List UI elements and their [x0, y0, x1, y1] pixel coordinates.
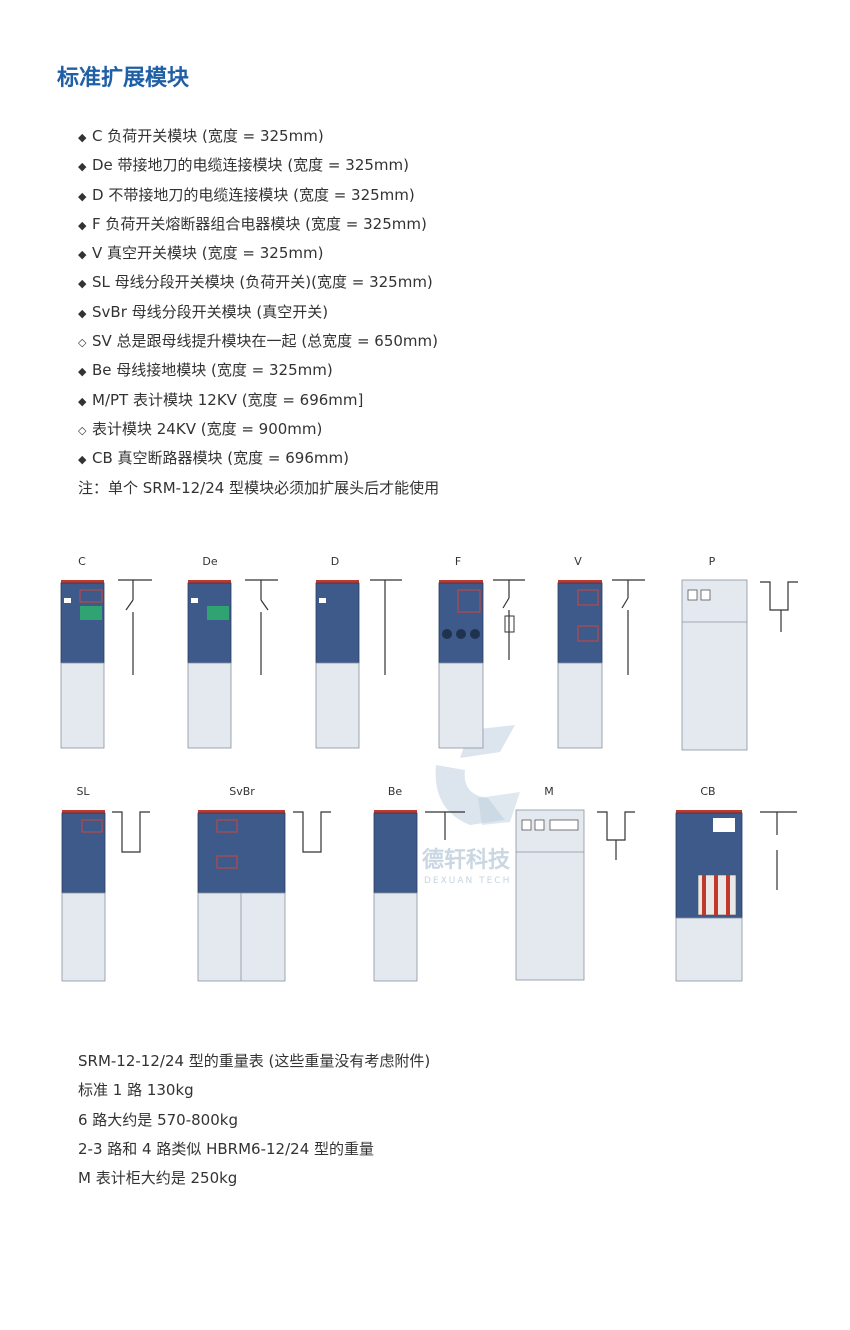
spec-item: ◆D 不带接地刀的电缆连接模块 (宽度 = 325mm): [78, 183, 439, 212]
spec-item: ◇表计模块 24KV (宽度 = 900mm): [78, 417, 439, 446]
cabinet-sl: [61, 810, 150, 982]
bullet-icon: ◆: [78, 306, 87, 320]
module-label-be: Be: [388, 785, 403, 798]
weight-item: M 表计柜大约是 250kg: [78, 1169, 238, 1188]
bullet-icon: ◇: [78, 423, 87, 437]
cabinet-v: [557, 579, 645, 749]
cabinet-p: [681, 579, 798, 751]
cabinet-d: [315, 579, 402, 749]
bullet-icon: ◆: [78, 189, 87, 203]
module-label-d: D: [331, 555, 339, 568]
spec-item: ◆V 真空开关模块 (宽度 = 325mm): [78, 241, 439, 270]
module-label-c: C: [78, 555, 86, 568]
spec-item: ◆M/PT 表计模块 12KV (宽度 = 696mm]: [78, 388, 439, 417]
weight-heading: SRM-12-12/24 型的重量表 (这些重量没有考虑附件): [78, 1052, 431, 1070]
spec-item: ◆SL 母线分段开关模块 (负荷开关)(宽度 = 325mm): [78, 270, 439, 299]
watermark-name: 德轩科技: [422, 847, 511, 873]
bullet-icon: ◆: [78, 277, 87, 291]
module-label-de: De: [202, 555, 217, 568]
module-spec-list: ◆C 负荷开关模块 (宽度 = 325mm) ◆De 带接地刀的电缆连接模块 (…: [78, 124, 439, 505]
cabinet-m: [515, 809, 635, 981]
weight-table: SRM-12-12/24 型的重量表 (这些重量没有考虑附件) 标准 1 路 1…: [78, 1049, 430, 1195]
page-title: 标准扩展模块: [57, 66, 190, 91]
spec-item: ◆F 负荷开关熔断器组合电器模块 (宽度 = 325mm): [78, 212, 439, 241]
spec-item: ◆C 负荷开关模块 (宽度 = 325mm): [78, 124, 439, 153]
bullet-icon: ◆: [78, 453, 87, 467]
cabinet-be: [373, 810, 465, 982]
module-label-sl: SL: [76, 785, 90, 798]
watermark-logo: 德轩科技 DEXUAN TECH: [422, 725, 520, 886]
cabinet-f: [438, 579, 525, 749]
bullet-icon: ◆: [78, 365, 87, 379]
bullet-icon: ◆: [78, 131, 87, 144]
spec-item: ◆De 带接地刀的电缆连接模块 (宽度 = 325mm): [78, 153, 439, 182]
cabinet-de: [187, 579, 278, 749]
spec-item: ◇SV 总是跟母线提升模块在一起 (总宽度 = 650mm): [78, 329, 439, 358]
cabinet-cb: [675, 810, 797, 982]
bullet-icon: ◇: [78, 336, 87, 350]
module-label-p: P: [709, 555, 716, 568]
weight-item: 6 路大约是 570-800kg: [78, 1110, 238, 1129]
spec-item: ◆CB 真空断路器模块 (宽度 = 696mm): [78, 446, 439, 475]
bullet-icon: ◆: [78, 160, 87, 174]
module-label-cb: CB: [700, 785, 715, 798]
weight-item: 标准 1 路 130kg: [78, 1081, 194, 1100]
module-label-v: V: [574, 555, 582, 568]
weight-item: 2-3 路和 4 路类似 HBRM6-12/24 型的重量: [78, 1139, 375, 1158]
bullet-icon: ◆: [78, 218, 87, 232]
bullet-icon: ◆: [78, 394, 87, 408]
module-label-f: F: [455, 555, 461, 568]
spec-item: ◆SvBr 母线分段开关模块 (真空开关): [78, 300, 439, 329]
module-label-svbr: SvBr: [229, 785, 255, 798]
spec-note: 注：单个 SRM-12/24 型模块必须加扩展头后才能使用: [78, 478, 440, 497]
cabinet-c: [60, 579, 152, 749]
bullet-icon: ◆: [78, 248, 87, 262]
spec-item: ◆Be 母线接地模块 (宽度 = 325mm): [78, 358, 439, 387]
module-diagrams: 德轩科技 DEXUAN TECH C De D F V P: [60, 555, 798, 982]
module-label-m: M: [544, 785, 554, 798]
watermark-sub: DEXUAN TECH: [424, 876, 511, 886]
cabinet-svbr: [197, 810, 331, 982]
